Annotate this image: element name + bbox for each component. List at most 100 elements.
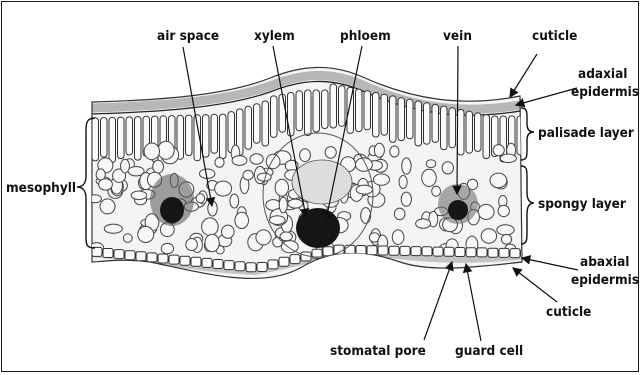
palisade-cell (364, 91, 371, 130)
epidermis-cell (224, 261, 234, 270)
spongy-cell (161, 243, 173, 253)
epidermis-cell (147, 253, 157, 262)
palisade-cell (339, 86, 346, 127)
epidermis-cell (103, 249, 113, 258)
epidermis-cell (367, 246, 377, 255)
epidermis-cell (180, 256, 190, 265)
epidermis-cell (400, 246, 410, 255)
palisade-cell (203, 115, 210, 158)
palisade-cell (126, 117, 133, 155)
label-air-space: air space (157, 28, 219, 44)
spongy-cell (361, 208, 371, 224)
epidermis-cell (246, 263, 256, 272)
palisade-cell (118, 117, 125, 159)
palisade-cell (262, 101, 269, 146)
palisade-cell (483, 115, 490, 159)
xylem-core (296, 208, 340, 248)
spongy-cell (300, 149, 311, 162)
spongy-cell (501, 234, 511, 244)
palisade-cell (135, 117, 142, 161)
palisade-cell (415, 101, 422, 146)
palisade-cell (466, 111, 473, 153)
spongy-cell (493, 145, 504, 156)
epidermis-cell (136, 252, 146, 261)
label-mesophyll: mesophyll (6, 180, 76, 196)
palisade-cell (288, 93, 295, 137)
spongy-cell (270, 216, 286, 225)
spongy-cell (230, 194, 239, 208)
spongy-cell (394, 208, 405, 220)
epidermis-cell (499, 248, 509, 257)
epidermis-cell (92, 247, 102, 256)
palisade-brace (521, 108, 534, 160)
spongy-cell (100, 199, 115, 214)
spongy-cell (275, 179, 288, 196)
label-guard-cell: guard cell (455, 343, 523, 359)
palisade-cell (407, 99, 414, 139)
palisade-cell (330, 84, 337, 128)
label-vein: vein (443, 28, 472, 44)
spongy-cell (186, 239, 198, 251)
spongy-cell (202, 218, 219, 236)
label-stomatal-pore: stomatal pore (330, 343, 426, 359)
spongy-cell (232, 156, 247, 166)
palisade-cell (424, 103, 431, 145)
palisade-cell (356, 89, 363, 132)
spongy-cell (442, 162, 453, 174)
palisade-cell (517, 116, 524, 155)
epidermis-cell (213, 260, 223, 269)
spongy-cell (490, 173, 507, 188)
palisade-cell (449, 108, 456, 148)
spongy-cell (131, 191, 147, 200)
epidermis-cell (444, 247, 454, 256)
palisade-cell (398, 98, 405, 141)
palisade-cell (322, 90, 329, 129)
epidermis-cell (257, 263, 267, 272)
palisade-cell (211, 114, 218, 153)
epidermis-cell (125, 251, 135, 260)
palisade-cell (92, 118, 99, 161)
guard-cell-leader (466, 264, 481, 341)
spongy-cell (153, 160, 164, 173)
palisade-cell (245, 106, 252, 149)
epidermis-cell (169, 255, 179, 264)
palisade-cell (305, 90, 312, 136)
spongy-cell (281, 241, 298, 253)
spongy-cell (416, 219, 431, 228)
spongy-cell (422, 169, 437, 186)
spongy-cell (401, 192, 411, 206)
label-cuticle-bottom: cuticle (546, 304, 591, 320)
spongy-cell (432, 186, 441, 196)
cuticle-bottom-leader (513, 268, 557, 302)
epidermis-cell (114, 250, 124, 259)
spongy-cell (500, 154, 516, 163)
leaf-tissue (88, 67, 531, 278)
spongy-cell (481, 229, 496, 243)
epidermis-cell (290, 255, 300, 264)
label-adaxial-epidermis: epidermis (571, 84, 639, 100)
palisade-cell (441, 106, 448, 150)
epidermis-cell (279, 257, 289, 266)
spongy-cell (123, 234, 132, 243)
cuticle-top-leader (510, 54, 537, 97)
spongy-cell (390, 146, 399, 157)
stomatal-pore-leader (424, 262, 452, 340)
palisade-cell (458, 110, 465, 156)
spongy-cell (498, 205, 509, 216)
spongy-cell (273, 237, 283, 247)
spongy-cell (196, 194, 205, 203)
spongy-cell (215, 181, 232, 196)
palisade-cell (186, 115, 193, 156)
adaxial-leader (516, 88, 577, 105)
spongy-cell (144, 143, 159, 160)
epidermis-cell (158, 254, 168, 263)
epidermis-cell (378, 246, 388, 255)
palisade-cell (254, 104, 261, 144)
spongy-cell (205, 234, 219, 252)
label-spongy-layer: spongy layer (538, 196, 626, 212)
epidermis-cell (488, 248, 498, 257)
spongy-cell (478, 204, 494, 219)
label-adaxial: adaxial (578, 66, 627, 82)
spongy-cell (392, 230, 404, 245)
